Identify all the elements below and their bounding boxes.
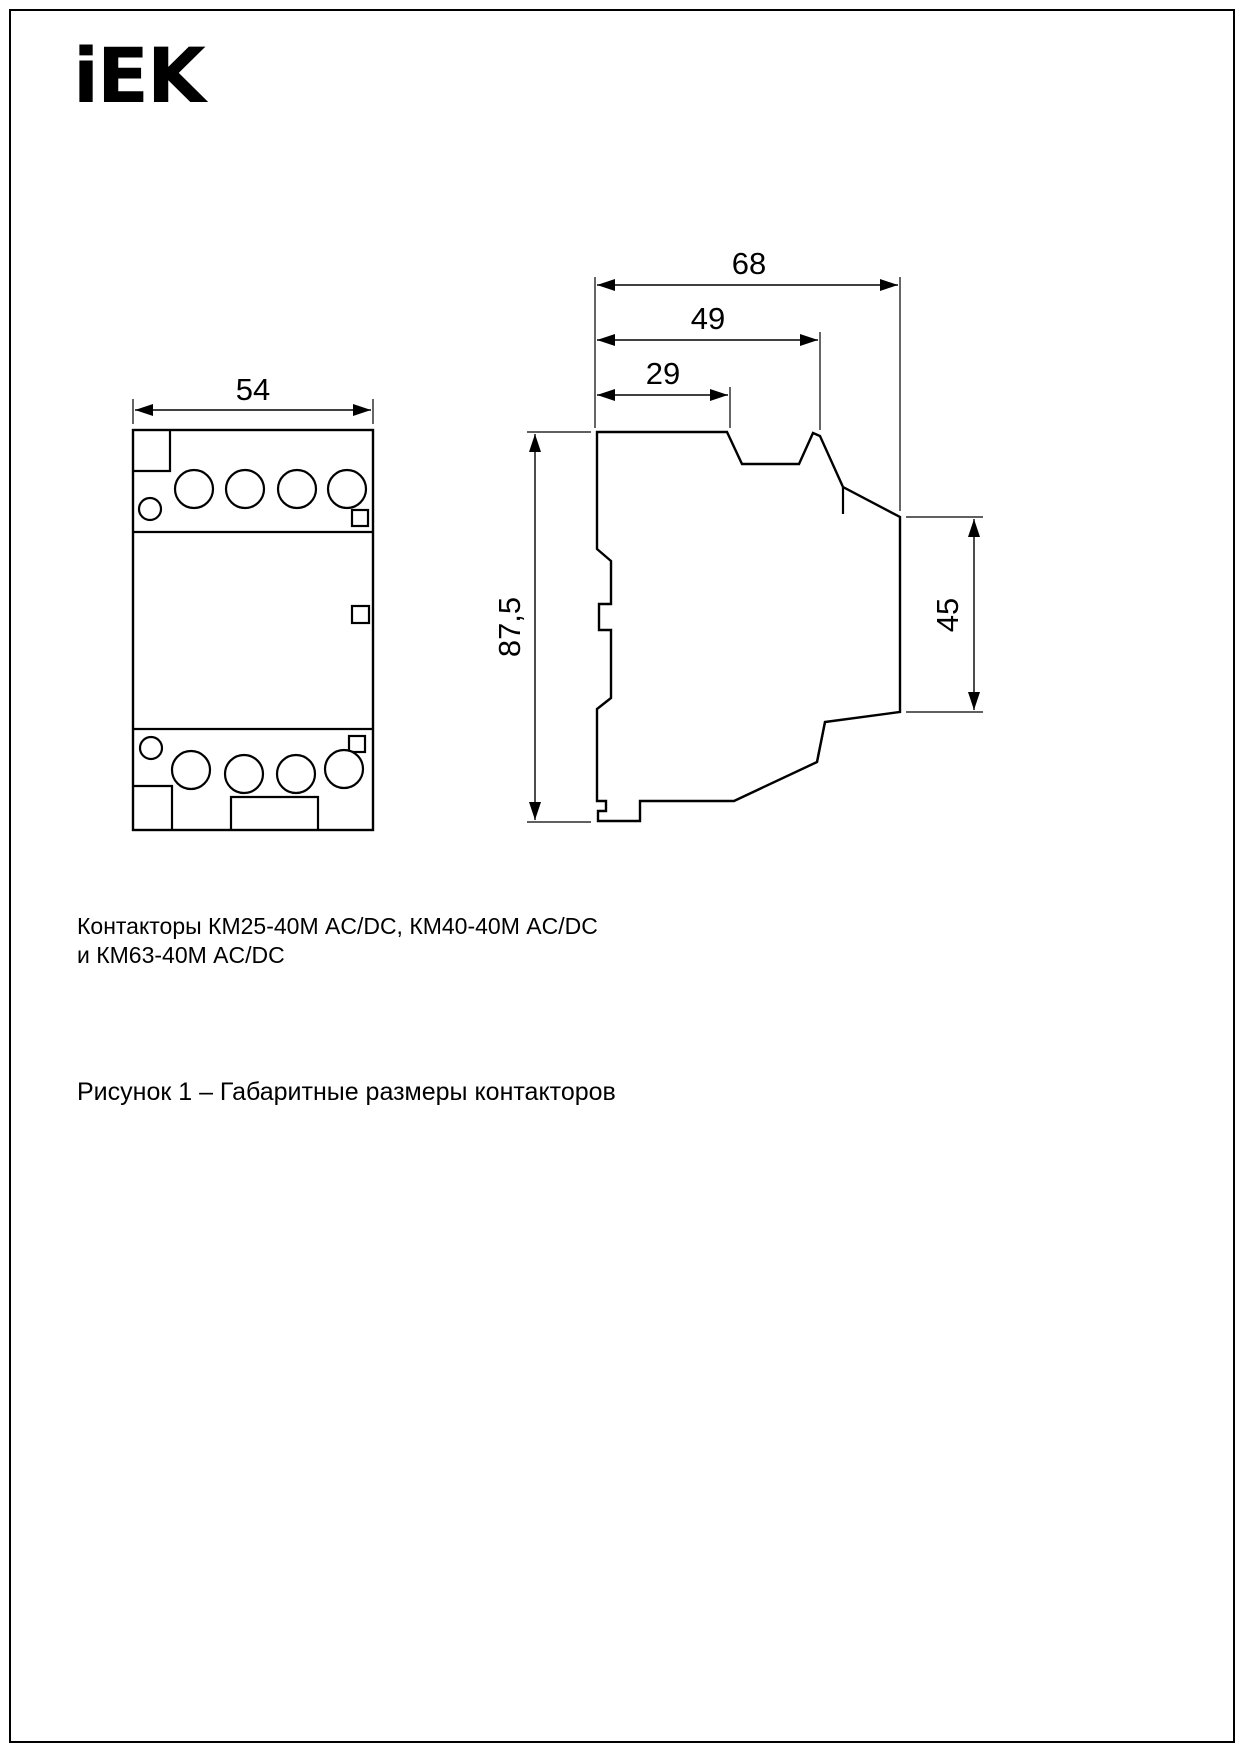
dim-label-29: 29 <box>646 356 680 391</box>
models-caption-line1: Контакторы КМ25-40М AC/DC, КМ40-40М AC/D… <box>77 913 598 939</box>
front-view-dimensions: 54 <box>132 372 374 424</box>
dim-label-68: 68 <box>732 246 766 281</box>
front-top-left-step <box>133 430 172 473</box>
front-bottom-tab <box>229 795 320 830</box>
front-view <box>131 428 375 832</box>
side-view-dimensions: 68 49 29 87,5 45 <box>492 246 983 823</box>
dim-label-87-5: 87,5 <box>492 597 527 657</box>
front-terminal-circle <box>275 753 317 795</box>
front-terminal-circle <box>170 749 212 791</box>
figure-caption: Рисунок 1 – Габаритные размеры контактор… <box>77 1078 616 1106</box>
dim-label-54: 54 <box>236 372 270 407</box>
front-small-hole <box>137 496 163 522</box>
dim-label-49: 49 <box>691 301 725 336</box>
front-bottom-square <box>347 734 367 754</box>
front-terminal-circle <box>173 468 215 510</box>
front-top-square <box>350 508 370 528</box>
side-view <box>595 430 902 823</box>
front-middle-square <box>350 604 371 625</box>
side-bottom-step-line <box>815 721 827 763</box>
dimensional-drawing: 54 68 49 29 87,5 <box>131 246 983 832</box>
front-bottom-left-foot <box>133 784 174 830</box>
front-terminal-circle <box>323 748 365 790</box>
iek-logo: iEK <box>73 31 206 120</box>
models-caption: Контакторы КМ25-40М AC/DC, КМ40-40М AC/D… <box>77 912 598 970</box>
front-terminal-circle <box>224 468 266 510</box>
front-terminal-circle <box>223 753 265 795</box>
dim-label-45: 45 <box>930 598 965 632</box>
front-small-hole <box>138 735 164 761</box>
models-caption-line2: и КМ63-40М AC/DC <box>77 942 285 968</box>
front-terminal-circle <box>276 468 318 510</box>
front-terminal-circle <box>326 468 368 510</box>
side-view-profile <box>595 430 902 823</box>
